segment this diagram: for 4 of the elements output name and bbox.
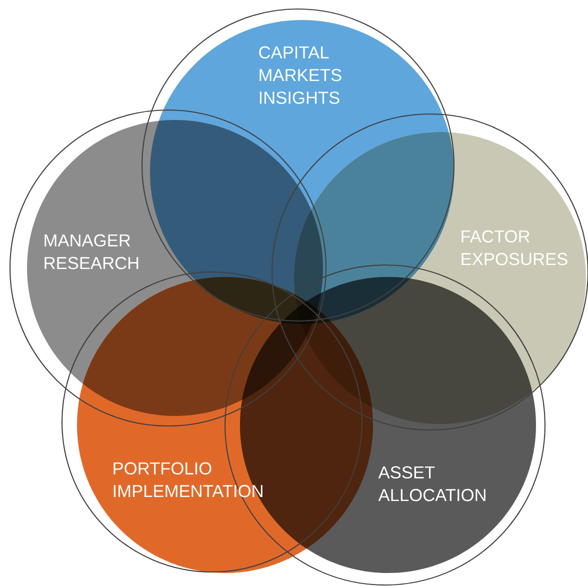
circle-label: FACTOR EXPOSURES — [462, 230, 568, 266]
circle-label: MANAGER RESEARCH — [44, 234, 138, 270]
circle-label: ASSET ALLOCATION — [378, 466, 486, 502]
circle-label: CAPITAL MARKETS INSIGHTS — [259, 46, 342, 104]
